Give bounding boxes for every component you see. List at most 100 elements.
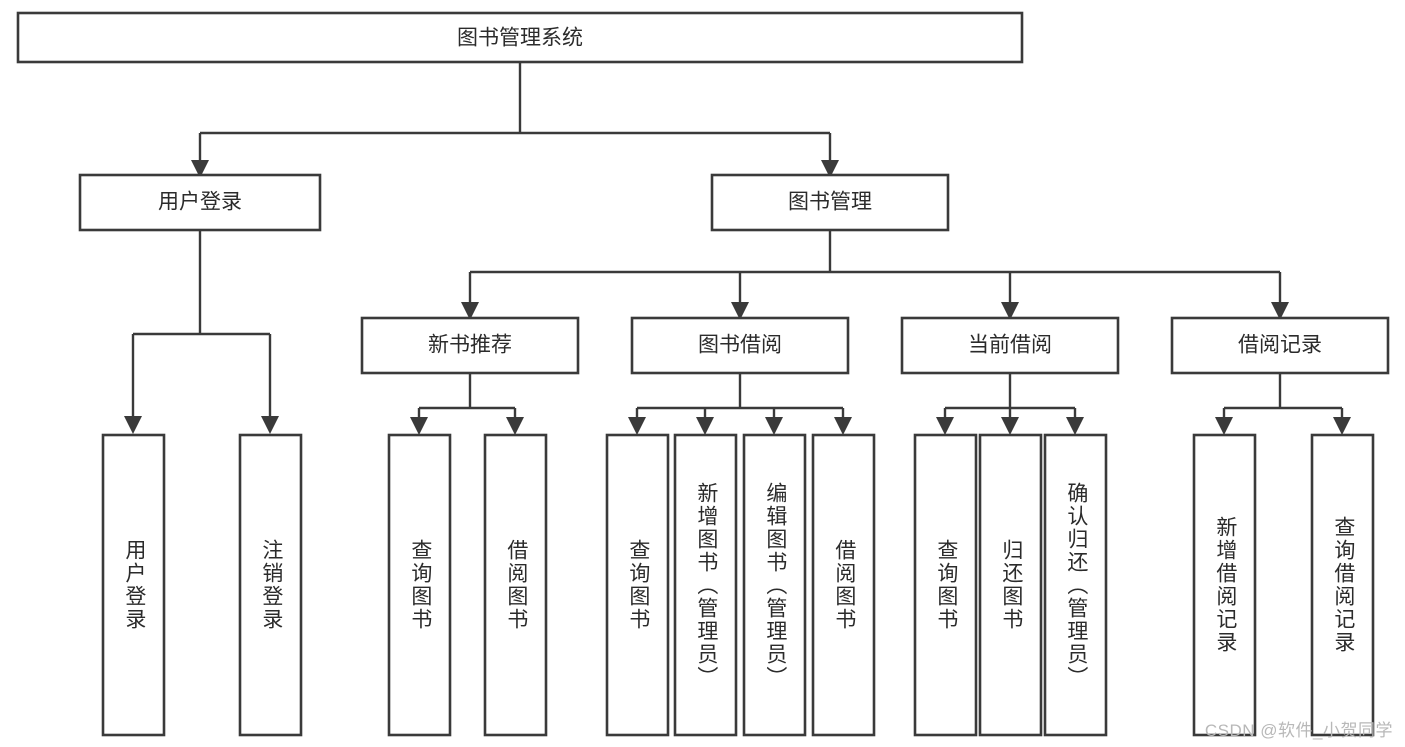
- node-root-box: [16, 11, 1024, 64]
- arrowhead-to-borrow-record: [1271, 302, 1289, 320]
- leaf-br-query-record-box: [1310, 433, 1375, 737]
- leaf-logout-box: [238, 433, 303, 737]
- leaf-nb-borrow-book-label: 借阅图书: [504, 539, 528, 631]
- leaf-nb-query-book-label: 查询图书: [408, 539, 432, 631]
- leaf-cb-query-book-text-holder: 查询图书: [934, 539, 958, 631]
- node-user-login-label: 用户登录: [158, 191, 242, 214]
- arrowhead-bb-leaf-3: [765, 417, 783, 435]
- arrowhead-br-leaf-1: [1215, 417, 1233, 435]
- leaf-node-bb-query-book[interactable]: 查询图书: [605, 433, 670, 737]
- leaf-bb-borrow-book-text-holder: 借阅图书: [832, 539, 856, 631]
- leaf-user-login-label: 用户登录: [122, 539, 146, 631]
- connector-bookborrow-to-leaves: [635, 373, 845, 422]
- leaf-br-add-record-box: [1192, 433, 1257, 737]
- leaf-node-bb-edit-book-admin[interactable]: 编辑图书（管理员）: [742, 433, 807, 737]
- arrowhead-cb-leaf-1: [936, 417, 954, 435]
- node-root-book-management-system[interactable]: 图书管理系统: [16, 11, 1024, 64]
- leaf-nb-query-book-box: [387, 433, 452, 737]
- leaf-node-br-query-record[interactable]: 查询借阅记录: [1310, 433, 1375, 737]
- node-current-borrow-box: [900, 316, 1120, 375]
- leaf-node-nb-borrow-book[interactable]: 借阅图书: [483, 433, 548, 737]
- leaf-node-br-add-record[interactable]: 新增借阅记录: [1192, 433, 1257, 737]
- node-new-book-recommend-box: [360, 316, 580, 375]
- arrowhead-to-leaf-user-login: [124, 416, 142, 434]
- leaf-node-bb-borrow-book[interactable]: 借阅图书: [811, 433, 876, 737]
- leaf-node-cb-return-book[interactable]: 归还图书: [978, 433, 1043, 737]
- leaf-nb-query-book-text-holder: 查询图书: [408, 539, 432, 631]
- connector-userlogin-to-leaves: [131, 230, 272, 420]
- arrowhead-cb-leaf-2: [1001, 417, 1019, 435]
- node-borrow-record-label: 借阅记录: [1238, 334, 1322, 357]
- leaf-node-bb-add-book-admin[interactable]: 新增图书（管理员）: [673, 433, 738, 737]
- node-user-login-box: [78, 173, 322, 232]
- leaf-node-cb-query-book[interactable]: 查询图书: [913, 433, 978, 737]
- node-book-management-label: 图书管理: [788, 191, 872, 214]
- connector-bookmanage-to-level2: [468, 230, 1282, 305]
- leaf-bb-add-book-label: 新增图书（管理员）: [694, 481, 718, 689]
- arrowhead-to-leaf-logout: [261, 416, 279, 434]
- leaf-br-query-record-label: 查询借阅记录: [1331, 516, 1355, 654]
- leaf-bb-query-book-label: 查询图书: [626, 539, 650, 631]
- node-root-label: 图书管理系统: [457, 27, 583, 50]
- arrowhead-br-leaf-2: [1333, 417, 1351, 435]
- leaf-bb-query-book-text-holder: 查询图书: [626, 539, 650, 631]
- leaf-cb-return-book-text-holder: 归还图书: [999, 539, 1023, 631]
- leaf-br-query-record-text-holder: 查询借阅记录: [1331, 516, 1355, 654]
- node-book-management[interactable]: 图书管理: [710, 173, 950, 232]
- leaf-node-user-login-action[interactable]: 用户登录: [101, 433, 166, 737]
- node-book-borrow-box: [630, 316, 850, 375]
- arrowhead-nb-leaf-1: [410, 417, 428, 435]
- node-borrow-record[interactable]: 借阅记录: [1170, 316, 1390, 375]
- connector-newbook-to-leaves: [417, 373, 517, 422]
- leaf-node-nb-query-book[interactable]: 查询图书: [387, 433, 452, 737]
- arrowhead-to-book-borrow: [731, 302, 749, 320]
- leaf-logout-label: 注销登录: [259, 539, 283, 631]
- leaf-logout-text-holder: 注销登录: [259, 539, 283, 631]
- leaf-nb-borrow-book-box: [483, 433, 548, 737]
- leaf-bb-add-book-text-holder: 新增图书（管理员）: [694, 481, 718, 689]
- leaf-cb-query-book-label: 查询图书: [934, 539, 958, 631]
- leaf-bb-add-book-box: [673, 433, 738, 737]
- leaf-cb-confirm-return-box: [1043, 433, 1108, 737]
- leaf-bb-edit-book-text-holder: 编辑图书（管理员）: [763, 481, 787, 689]
- leaf-cb-return-book-box: [978, 433, 1043, 737]
- node-book-borrow[interactable]: 图书借阅: [630, 316, 850, 375]
- leaf-cb-return-book-label: 归还图书: [999, 539, 1023, 631]
- leaf-node-logout[interactable]: 注销登录: [238, 433, 303, 737]
- leaf-nb-borrow-book-text-holder: 借阅图书: [504, 539, 528, 631]
- leaf-cb-query-book-box: [913, 433, 978, 737]
- node-current-borrow[interactable]: 当前借阅: [900, 316, 1120, 375]
- leaf-cb-confirm-return-label: 确认归还（管理员）: [1064, 481, 1088, 689]
- arrowhead-to-current-borrow: [1001, 302, 1019, 320]
- leaf-user-login-text-holder: 用户登录: [122, 539, 146, 631]
- node-user-login[interactable]: 用户登录: [78, 173, 322, 232]
- leaf-bb-edit-book-label: 编辑图书（管理员）: [763, 481, 787, 689]
- arrowhead-to-new-book: [461, 302, 479, 320]
- connector-currentborrow-to-leaves: [943, 373, 1077, 422]
- leaf-user-login-box: [101, 433, 166, 737]
- arrowhead-cb-leaf-3: [1066, 417, 1084, 435]
- node-book-management-box: [710, 173, 950, 232]
- node-book-borrow-label: 图书借阅: [698, 334, 782, 357]
- leaf-bb-borrow-book-label: 借阅图书: [832, 539, 856, 631]
- leaf-bb-borrow-book-box: [811, 433, 876, 737]
- connector-borrowrecord-to-leaves: [1222, 373, 1344, 422]
- node-new-book-recommend[interactable]: 新书推荐: [360, 316, 580, 375]
- leaf-br-add-record-label: 新增借阅记录: [1213, 516, 1237, 654]
- arrowhead-to-user-login: [191, 160, 209, 178]
- arrowhead-nb-leaf-2: [506, 417, 524, 435]
- node-borrow-record-box: [1170, 316, 1390, 375]
- arrowhead-to-book-manage: [821, 160, 839, 178]
- leaf-bb-edit-book-box: [742, 433, 807, 737]
- leaf-node-cb-confirm-return-admin[interactable]: 确认归还（管理员）: [1043, 433, 1108, 737]
- connector-layer: [124, 62, 1351, 435]
- arrowhead-bb-leaf-2: [696, 417, 714, 435]
- arrowhead-bb-leaf-1: [628, 417, 646, 435]
- arrowhead-bb-leaf-4: [834, 417, 852, 435]
- leaf-cb-confirm-return-text-holder: 确认归还（管理员）: [1064, 481, 1088, 689]
- leaf-bb-query-book-box: [605, 433, 670, 737]
- connector-root-to-level1: [198, 62, 832, 162]
- leaf-br-add-record-text-holder: 新增借阅记录: [1213, 516, 1237, 654]
